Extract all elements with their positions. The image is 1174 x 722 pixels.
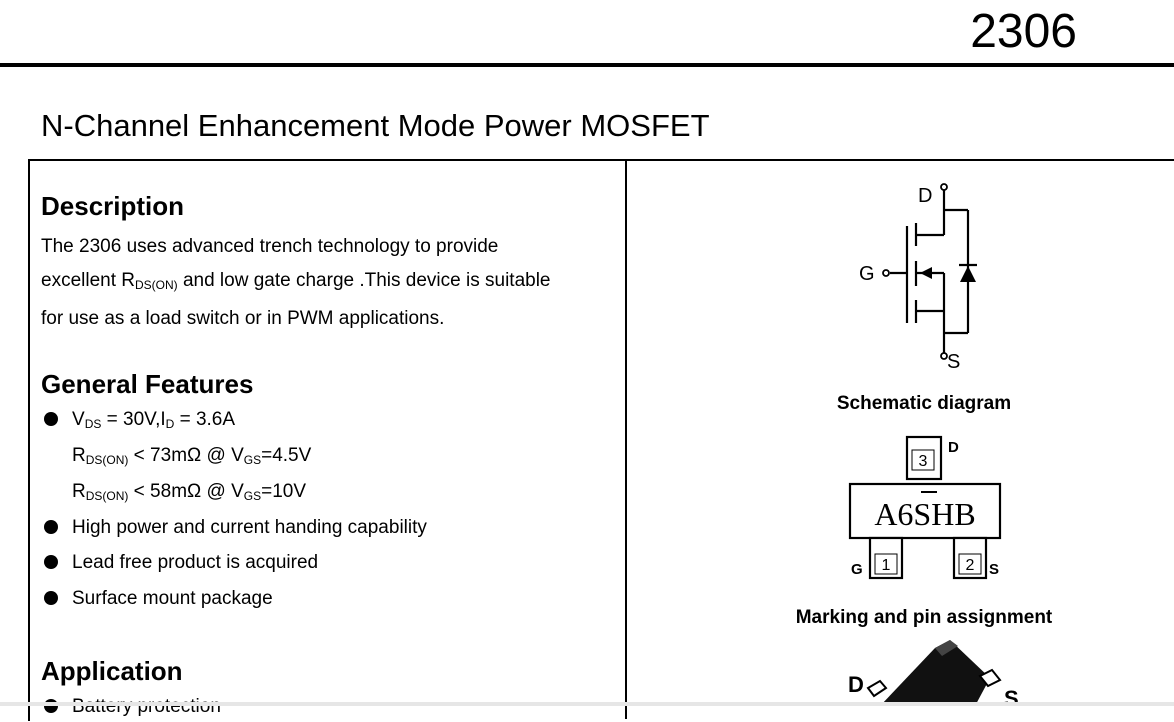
description-text: The 2306 uses advanced trench technology…	[41, 230, 616, 336]
feature-rdson-10v: RDS(ON) < 58mΩ @ VGS=10V	[72, 481, 306, 503]
description-line-1: The 2306 uses advanced trench technology…	[41, 236, 499, 257]
bullet-icon	[44, 555, 58, 569]
sot23-package-icon: D S	[848, 640, 1019, 706]
features-heading: General Features	[41, 369, 254, 399]
bullet-icon	[44, 412, 58, 426]
mosfet-schematic-icon: D G S	[859, 183, 977, 373]
part-number: 2306	[970, 5, 1077, 58]
description-line-2: excellent RDS(ON) and low gate charge .T…	[41, 270, 551, 292]
marking-code: A6SHB	[874, 496, 975, 532]
pin-3-number: 3	[919, 453, 928, 470]
feature-vds-id: VDS = 30V,ID = 3.6A	[41, 405, 235, 439]
description-heading: Description	[41, 191, 185, 221]
content-panel	[28, 159, 1174, 721]
pin-1-number: 1	[882, 557, 891, 574]
marking-d-label: D	[948, 439, 959, 456]
marking-package-icon: 3 1 2 A6SHB D G S	[848, 435, 1002, 580]
feature-item: High power and current handing capabilit…	[41, 513, 427, 543]
bullet-icon	[44, 520, 58, 534]
marking-s-label: S	[989, 561, 999, 578]
pin-d-label: D	[918, 185, 932, 207]
package-s-label: S	[1004, 686, 1019, 706]
marking-caption: Marking and pin assignment	[795, 607, 1053, 628]
description-line-3: for use as a load switch or in PWM appli…	[41, 308, 445, 329]
pin-s-label: S	[947, 351, 960, 373]
pin-g-label: G	[859, 263, 875, 285]
device-subtitle: N-Channel Enhancement Mode Power MOSFET	[41, 108, 710, 143]
feature-rdson-4v5: RDS(ON) < 73mΩ @ VGS=4.5V	[72, 445, 312, 467]
feature-item: Surface mount package	[41, 584, 273, 614]
marking-g-label: G	[851, 561, 863, 578]
package-d-label: D	[848, 672, 864, 697]
schematic-caption: Schematic diagram	[836, 393, 1012, 414]
pin-2-number: 2	[966, 557, 975, 574]
application-item: Battery protection	[41, 692, 221, 722]
header-rule	[0, 63, 1174, 67]
bullet-icon	[44, 591, 58, 605]
application-heading: Application	[41, 656, 183, 686]
column-divider	[625, 159, 627, 719]
feature-item: Lead free product is acquired	[41, 548, 318, 578]
viewport-bottom-edge	[0, 702, 1174, 706]
